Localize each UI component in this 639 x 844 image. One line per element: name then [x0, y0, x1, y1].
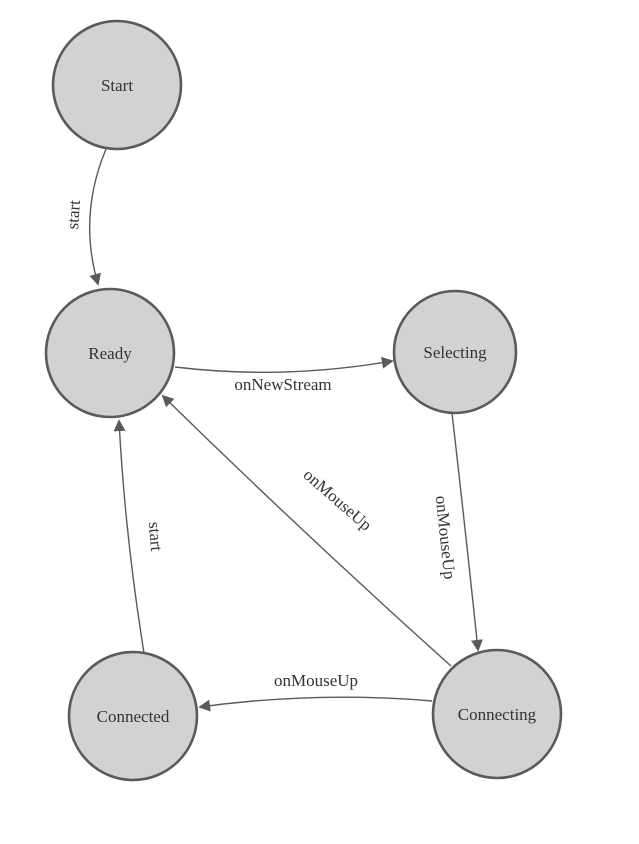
state-node-ready — [44, 287, 176, 419]
state-node-connecting — [431, 648, 563, 780]
transition-label-connecting-connected: onMouseUp — [274, 671, 358, 690]
transition-label-ready-selecting: onNewStream — [234, 375, 331, 394]
state-node-label-connected: Connected — [97, 707, 170, 726]
state-node-label-selecting: Selecting — [423, 343, 487, 362]
transition-edge-start-ready — [88, 148, 107, 286]
state-node-label-start: Start — [101, 76, 133, 95]
transition-edge-connected-ready — [113, 419, 145, 654]
transition-edge-connecting-connected — [198, 696, 433, 712]
transition-label-start-ready: start — [63, 199, 84, 230]
transition-label-connecting-ready: onMouseUp — [300, 465, 376, 534]
transition-edge-connecting-ready — [161, 394, 452, 667]
transition-label-selecting-connecting: onMouseUp — [432, 495, 460, 581]
state-node-selecting — [392, 289, 518, 415]
state-node-start — [51, 19, 183, 151]
transition-label-connected-ready: start — [145, 521, 167, 552]
state-node-label-connecting: Connecting — [458, 705, 537, 724]
transition-edge-selecting-connecting — [451, 412, 483, 652]
state-node-label-ready: Ready — [88, 344, 132, 363]
transition-edge-ready-selecting — [174, 356, 394, 373]
state-node-connected — [67, 650, 199, 782]
